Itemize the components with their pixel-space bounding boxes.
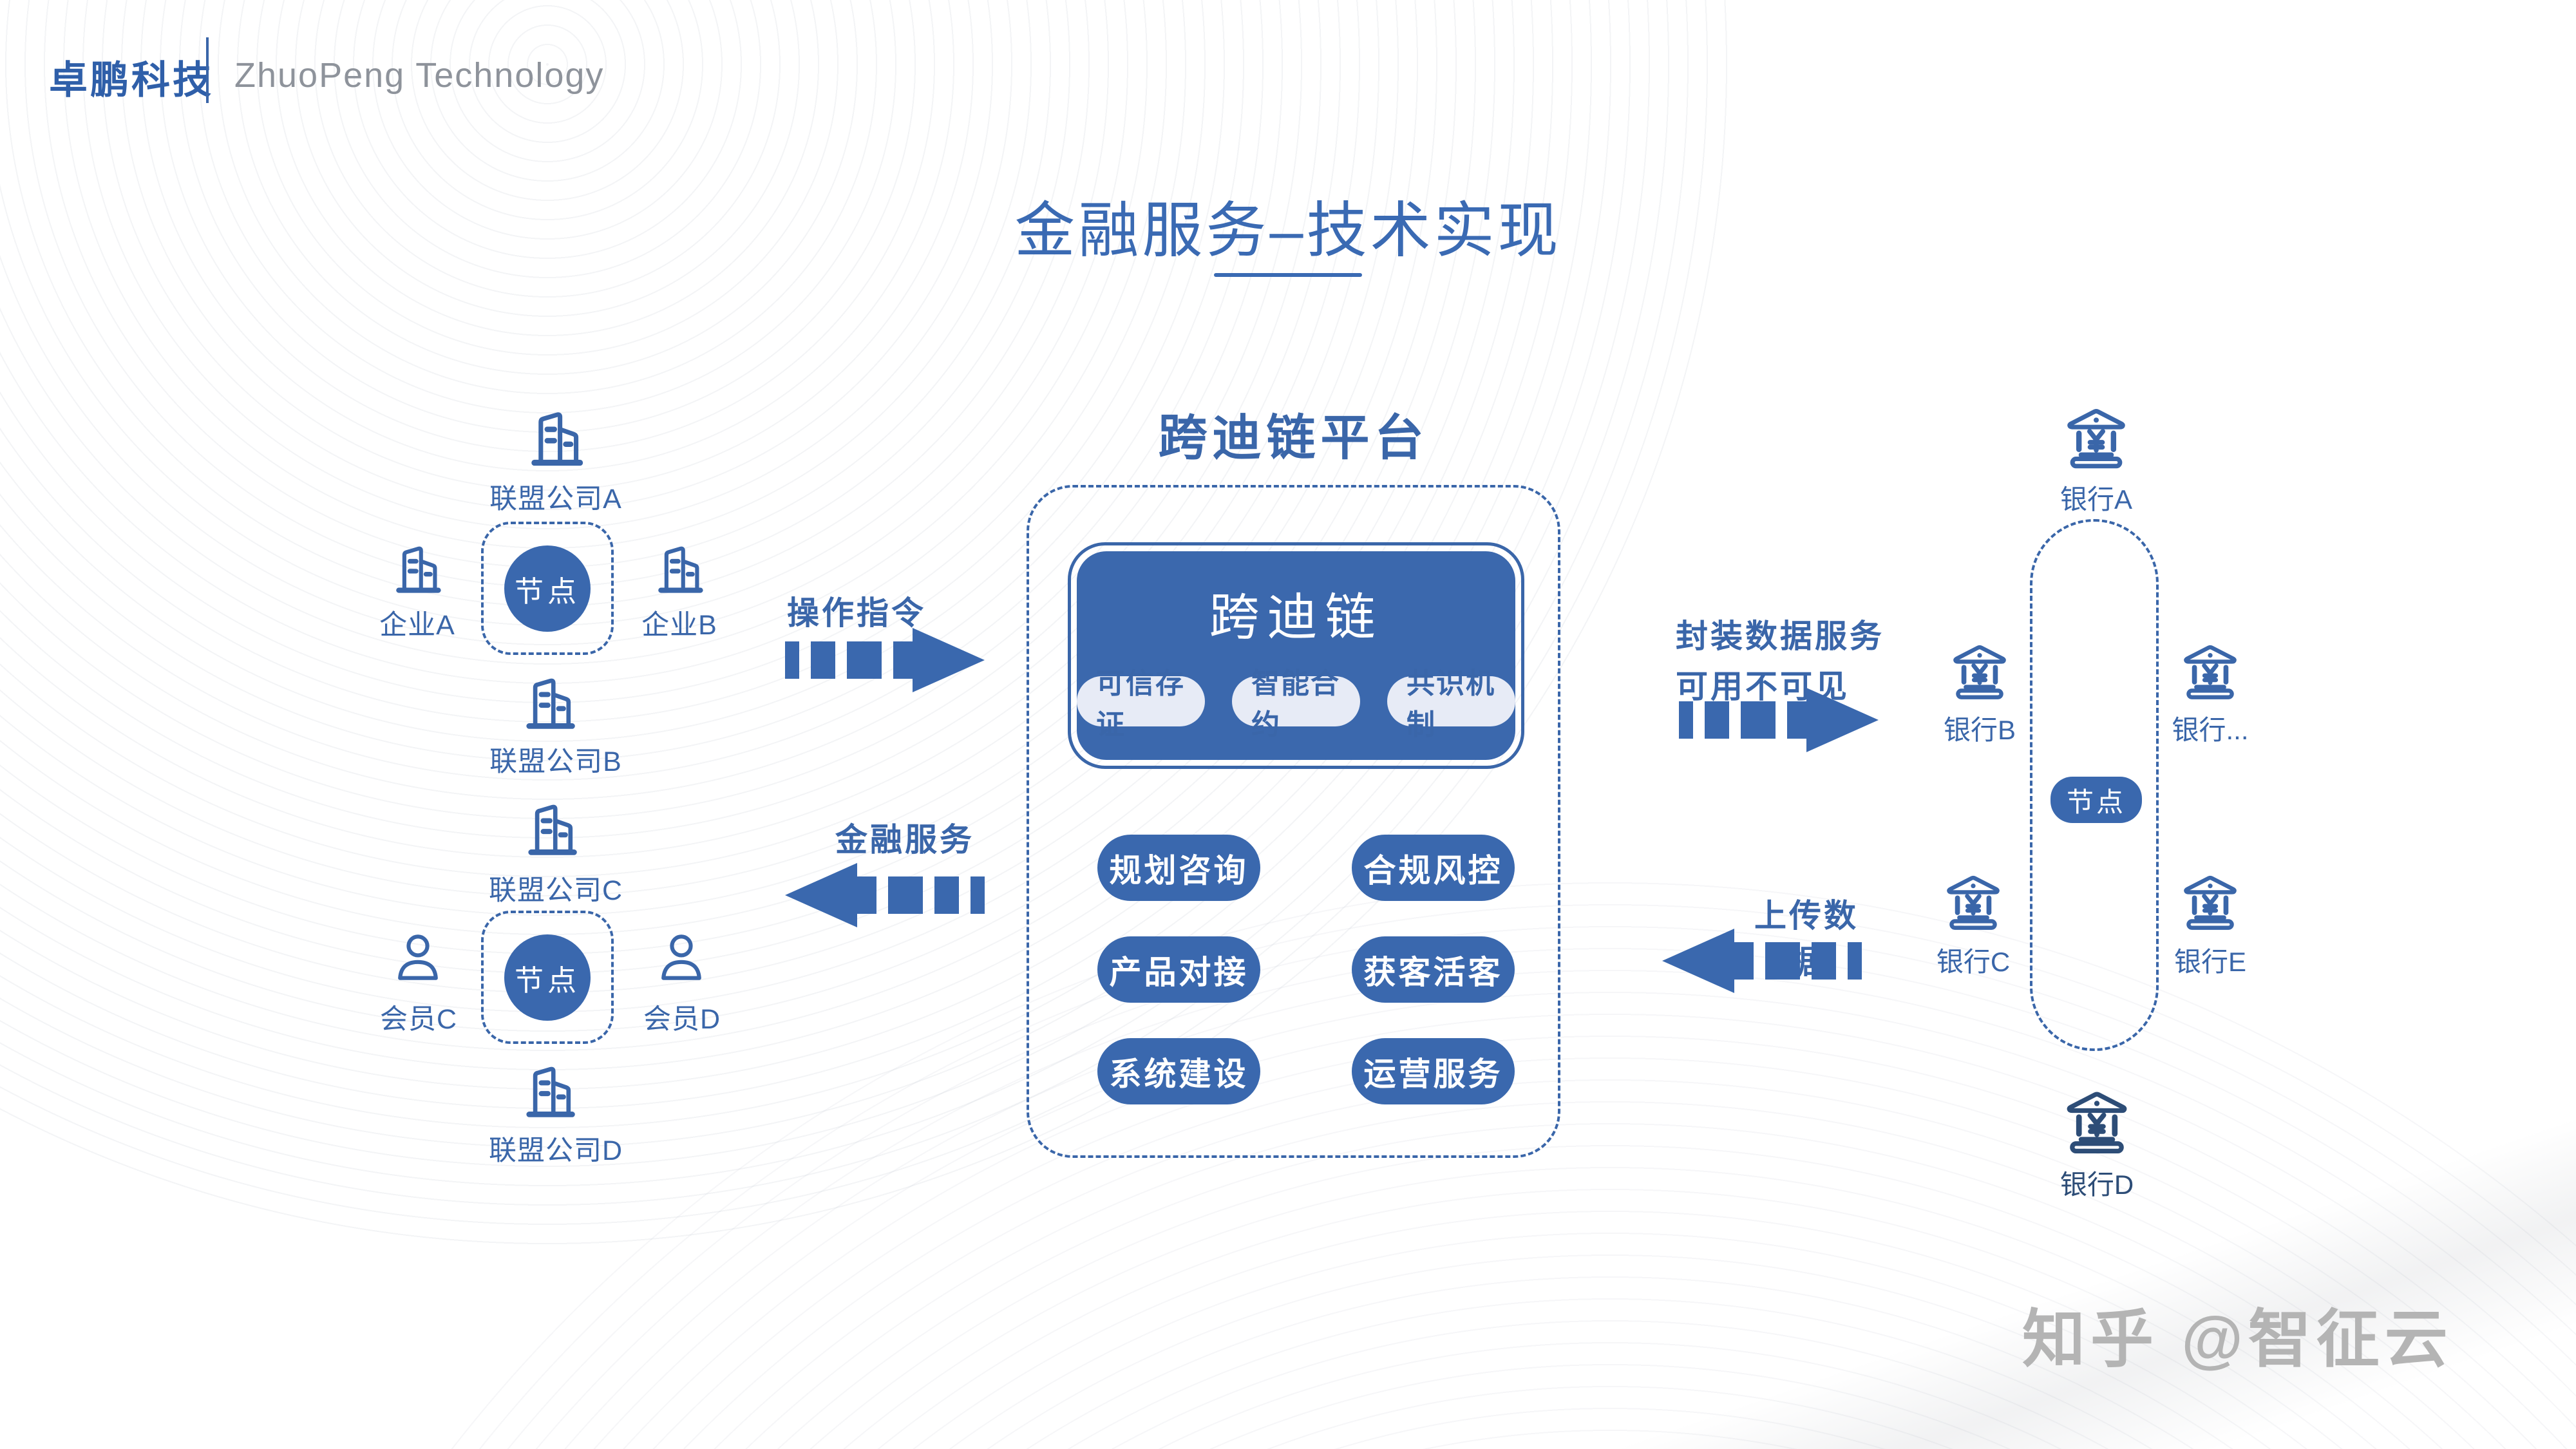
bank-c-label: 银行C: [1936, 947, 2011, 977]
platform-dashed-container: [1027, 485, 1560, 1158]
arrow-right-operation: [785, 628, 985, 692]
alliance-b-label: 联盟公司B: [489, 746, 622, 777]
bank-b-label: 银行B: [1943, 715, 2016, 745]
service-button-customers: 获客活客: [1352, 936, 1515, 1003]
arrow-label-finance: 金融服务: [835, 822, 974, 858]
bank-icon: [1945, 638, 2014, 703]
arrow-right-package: [1679, 688, 1879, 752]
building-icon: [647, 540, 712, 599]
bank-icon: [2175, 868, 2245, 934]
company-logo-cn: 卓鹏科技: [49, 59, 214, 102]
building-icon: [515, 797, 587, 862]
bank-e-label: 银行E: [2174, 947, 2246, 977]
title-underline: [1214, 273, 1362, 277]
member-d-label: 会员D: [643, 1004, 721, 1035]
building-icon: [513, 671, 585, 735]
bank-more-label: 银行...: [2172, 715, 2249, 745]
node-circle: 节点: [504, 934, 591, 1021]
node-dashed-box: [481, 522, 614, 655]
logo-divider: [206, 37, 209, 103]
bank-a-label: 银行A: [2060, 484, 2132, 515]
alliance-c-label: 联盟公司C: [488, 875, 623, 906]
arrow-left-upload: [1662, 929, 1862, 993]
watermark: 知乎 @智征云: [2022, 1303, 2453, 1374]
bank-capsule-dashed: [2030, 519, 2159, 1051]
bank-icon: [2060, 1082, 2134, 1159]
person-icon: [388, 926, 448, 992]
service-button-operation: 运营服务: [1352, 1038, 1515, 1104]
arrow-label-operation: 操作指令: [787, 595, 926, 631]
service-button-system: 系统建设: [1097, 1038, 1260, 1104]
member-c-label: 会员C: [379, 1004, 458, 1035]
bank-icon: [1938, 868, 2008, 934]
chain-card: 跨迪链 可信存证 智能合约 共识机制: [1068, 542, 1524, 769]
enterprise-b-label: 企业B: [641, 610, 717, 641]
company-logo-en: ZhuoPeng Technology: [234, 56, 605, 95]
bank-icon: [2058, 401, 2134, 473]
service-button-product: 产品对接: [1097, 936, 1260, 1003]
node-dashed-box: [481, 911, 614, 1044]
building-icon: [513, 1059, 585, 1124]
building-icon: [518, 404, 594, 473]
chain-feature-pill: 共识机制: [1387, 668, 1515, 741]
platform-title: 跨迪链平台: [1158, 411, 1429, 466]
enterprise-a-label: 企业A: [379, 610, 455, 641]
bank-d-label: 银行D: [2060, 1170, 2134, 1200]
person-icon: [652, 926, 711, 992]
chain-name: 跨迪链: [1209, 589, 1383, 645]
arrow-label-package-1: 封装数据服务: [1676, 618, 1884, 654]
alliance-d-label: 联盟公司D: [488, 1135, 623, 1166]
chain-feature-pill: 可信存证: [1077, 668, 1205, 741]
building-icon: [385, 540, 450, 599]
arrow-left-finance: [785, 863, 985, 927]
alliance-a-label: 联盟公司A: [489, 484, 622, 515]
node-circle: 节点: [504, 545, 591, 632]
bank-icon: [2175, 638, 2245, 703]
service-button-compliance: 合规风控: [1352, 835, 1515, 901]
service-button-planning: 规划咨询: [1097, 835, 1260, 901]
bank-node-pill: 节点: [2050, 777, 2142, 823]
chain-card-fill: 跨迪链 可信存证 智能合约 共识机制: [1077, 551, 1515, 760]
page-title: 金融服务–技术实现: [1014, 196, 1562, 264]
chain-feature-pill: 智能合约: [1232, 668, 1360, 741]
chain-feature-pills: 可信存证 智能合约 共识机制: [1077, 668, 1515, 741]
